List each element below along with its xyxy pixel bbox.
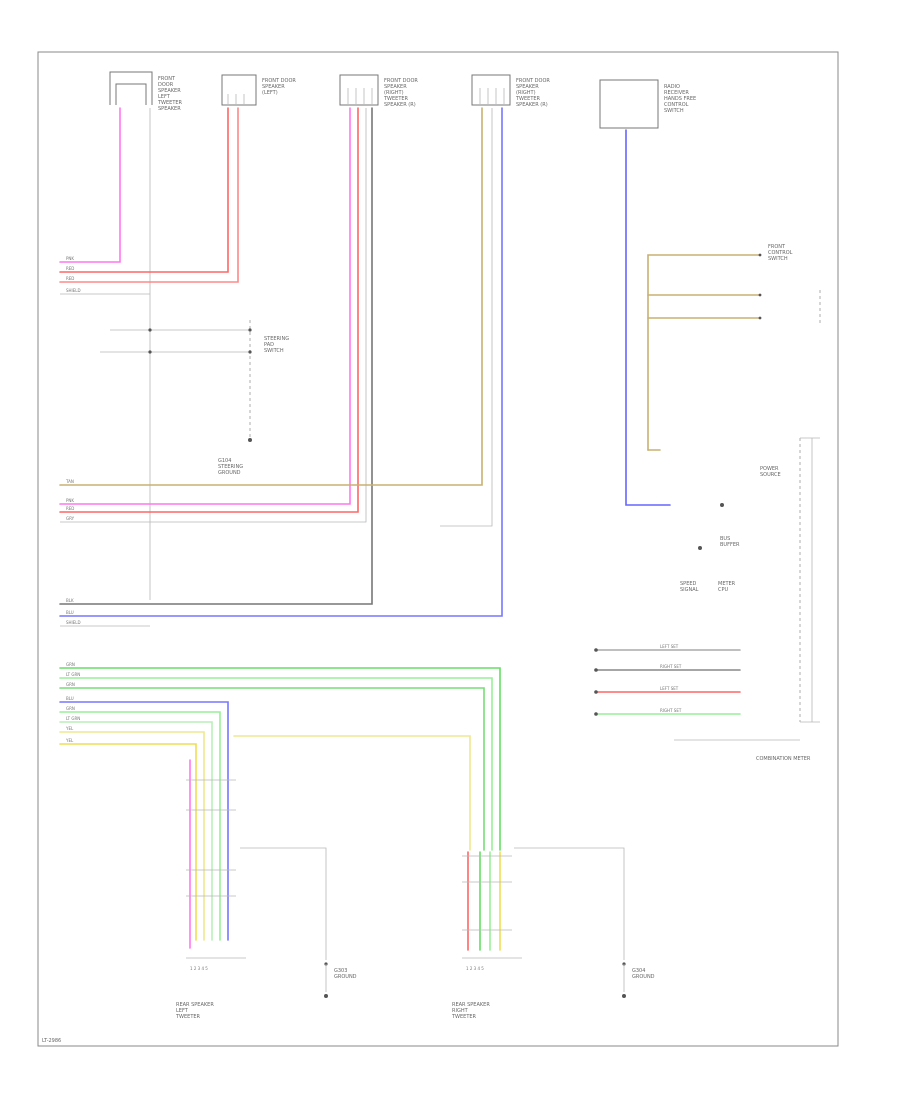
svg-text:BLK: BLK <box>66 598 74 603</box>
svg-text:1 2 3 4 5: 1 2 3 4 5 <box>466 966 484 971</box>
svg-text:RED: RED <box>66 506 74 511</box>
svg-text:GRN: GRN <box>66 706 75 711</box>
wire-grey-long <box>60 108 367 523</box>
wire-tan-long <box>59 107 483 486</box>
svg-text:SHIELD: SHIELD <box>66 288 81 293</box>
svg-text:BLU: BLU <box>66 610 74 615</box>
wire-blue-receiver <box>625 129 671 506</box>
light-outputs: LEFT SET RIGHT SET LEFT SET RIGHT SET <box>594 644 741 716</box>
wire-blue-long <box>59 107 503 617</box>
wire-blue-2 <box>59 701 229 941</box>
wire-green-3 <box>59 711 221 941</box>
svg-text:YEL: YEL <box>65 726 74 731</box>
svg-text:GRN: GRN <box>66 682 75 687</box>
svg-text:PNK: PNK <box>66 256 74 261</box>
wire-shield-ground-right <box>514 847 625 960</box>
diagram-frame <box>37 51 839 1047</box>
connector-marks-lower <box>186 779 512 931</box>
wire-black-long <box>59 107 373 605</box>
light-output-label: LEFT SET <box>660 686 679 691</box>
wire-grey-2 <box>440 108 493 527</box>
light-output-label: RIGHT SET <box>660 664 682 669</box>
wire-green-2 <box>59 687 485 851</box>
svg-text:LT GRN: LT GRN <box>66 672 80 677</box>
wire-red-1 <box>59 107 229 273</box>
wire-color-labels: PNK RED RED SHIELD TAN PNK RED GRY BLK B… <box>65 256 81 743</box>
wire-green-1 <box>59 667 501 851</box>
wire-yellow-3 <box>59 743 197 941</box>
wire-red-2 <box>59 107 239 283</box>
footer-code: LT-2986 <box>42 1038 61 1044</box>
light-output-label: LEFT SET <box>660 644 679 649</box>
wire-shield-ground-left <box>240 847 327 960</box>
wire-pink-long <box>59 107 351 505</box>
svg-text:PNK: PNK <box>66 498 74 503</box>
connector-pins-top <box>227 88 505 104</box>
svg-text:1 2 3 4 5: 1 2 3 4 5 <box>190 966 208 971</box>
svg-text:YEL: YEL <box>65 738 74 743</box>
wire-red-long <box>59 107 359 513</box>
wire-lightgreen-2 <box>59 721 213 941</box>
svg-text:TAN: TAN <box>65 479 74 484</box>
bottom-right-label: COMBINATION METER <box>756 756 811 762</box>
wire-yellow-1 <box>59 731 205 941</box>
svg-text:RED: RED <box>66 276 74 281</box>
light-output-label: RIGHT SET <box>660 708 682 713</box>
svg-text:SHIELD: SHIELD <box>66 620 81 625</box>
svg-text:GRY: GRY <box>66 516 75 521</box>
wire-yellow-2 <box>233 735 471 851</box>
wire-lightgreen-1 <box>59 677 493 851</box>
svg-text:GRN: GRN <box>66 662 75 667</box>
wire-pink-left <box>59 107 121 263</box>
svg-text:RED: RED <box>66 266 74 271</box>
svg-text:BLU: BLU <box>66 696 74 701</box>
svg-text:LT GRN: LT GRN <box>66 716 80 721</box>
